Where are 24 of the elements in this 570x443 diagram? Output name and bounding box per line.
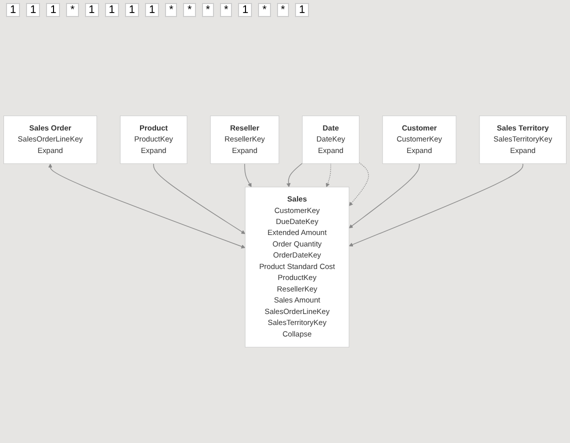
- arrow: [48, 164, 246, 248]
- cardinality-label: 1: [84, 3, 99, 17]
- arrow: [348, 163, 420, 228]
- arrow: [348, 163, 524, 246]
- cardinality-label: 1: [6, 3, 20, 17]
- arrow: [244, 163, 252, 188]
- cardinality-label: 1: [124, 3, 140, 17]
- cardinality-label: *: [165, 3, 178, 17]
- cardinality-label: 1: [104, 3, 119, 17]
- cardinality-label: *: [258, 3, 271, 17]
- cardinality-label: *: [66, 3, 79, 17]
- cardinality-label: 1: [238, 3, 252, 17]
- cardinality-label: 1: [145, 3, 160, 17]
- cardinality-label: 1: [46, 3, 60, 17]
- arrow: [348, 162, 369, 206]
- cardinality-label: *: [220, 3, 232, 17]
- cardinality-label: 1: [294, 3, 310, 17]
- arrow: [326, 163, 332, 188]
- cardinality-label: *: [183, 3, 196, 17]
- cardinality-label: *: [202, 3, 214, 17]
- arrow: [286, 162, 303, 188]
- arrow: [153, 163, 246, 234]
- cardinality-label: *: [276, 3, 289, 17]
- cardinality-label: 1: [26, 3, 40, 17]
